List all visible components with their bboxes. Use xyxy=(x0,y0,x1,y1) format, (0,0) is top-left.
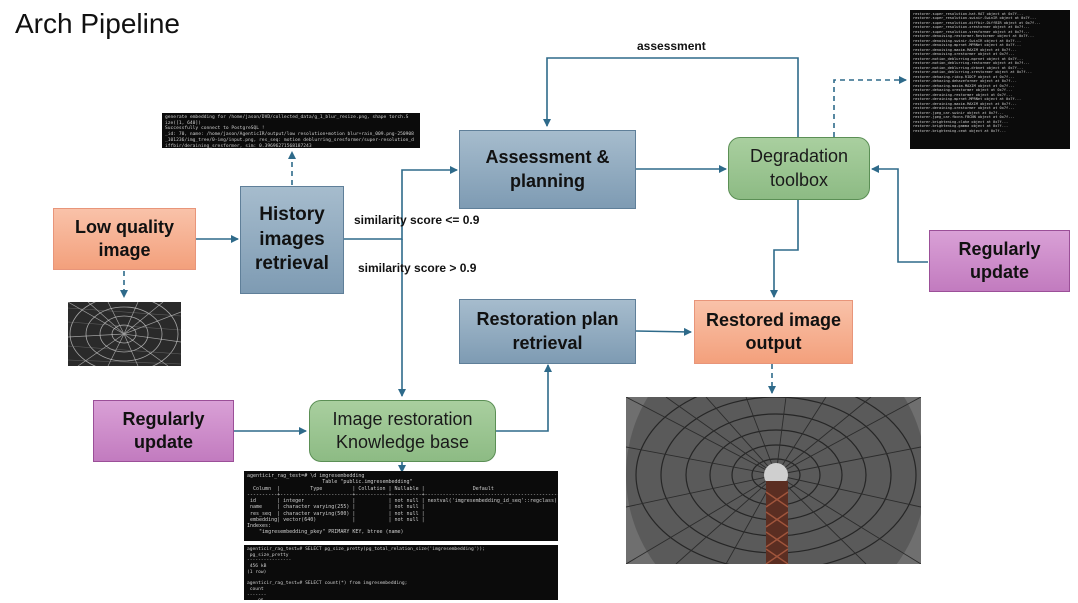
terminal-line: restorer.deraining.maxim.MAXIM object at… xyxy=(913,101,1017,106)
node-label: Low quality image xyxy=(75,216,174,260)
terminal-line: restorer.brightening.ceat object at 0x7f… xyxy=(913,128,1007,133)
terminal-line: restorer.motion_deblurring.mprnet object… xyxy=(913,56,1024,61)
node-label: Image restoration Knowledge base xyxy=(332,408,473,452)
terminal-line: restorer.motion_deblurring.drbnet object… xyxy=(913,65,1024,70)
node-label: Regularly update xyxy=(958,238,1041,282)
node-degradation-toolbox: Degradation toolbox xyxy=(728,137,870,200)
node-label: Restoration plan retrieval xyxy=(476,309,619,353)
page-title: Arch Pipeline xyxy=(15,8,180,39)
terminal-line: restorer.brightening.gamma object at 0x7… xyxy=(913,124,1009,129)
arrow-kb-plan xyxy=(496,364,552,432)
terminal-line: ---------------- xyxy=(247,558,292,564)
terminal-line: restorer.motion_deblurring.xrestormer ob… xyxy=(913,70,1032,75)
terminal-line: 95 xyxy=(247,599,555,600)
terminal-line: ----------+------------------------+----… xyxy=(247,491,558,498)
node-label: Regularly update xyxy=(122,408,205,452)
terminal-line: (1 row) xyxy=(247,569,267,575)
terminal-line: "imgresembedding_pkey" PRIMARY KEY, btre… xyxy=(247,529,404,536)
low-quality-thumbnail xyxy=(68,302,181,366)
edge-label-assessment: assessment xyxy=(637,39,706,53)
terminal-line: restorer.super_resolution.swinir.SwinIR … xyxy=(913,16,1037,21)
terminal-line: 456 kB xyxy=(247,564,267,570)
node-restored-image-output: Restored image output xyxy=(694,300,853,364)
dash-toolbox-log xyxy=(833,76,907,137)
terminal-line: restorer.brightening.clahe object at 0x7… xyxy=(913,119,1009,124)
terminal-line: restorer.denoising.maxim.MAXIM object at… xyxy=(913,47,1017,52)
arrow-toolbox-assessment xyxy=(543,57,799,137)
terminal-line: restorer.super_resolution.hat.HAT object… xyxy=(913,12,1024,16)
terminal-line: embedding| vector(640) | | not null | xyxy=(247,516,425,523)
arrow-update-toolbox xyxy=(871,165,928,263)
terminal-line: restorer.denoising.restormer.Restormer o… xyxy=(913,34,1035,39)
arrow-plan-restored xyxy=(635,327,692,336)
terminal-line: restorer.dehazing.xrestormer object at 0… xyxy=(913,88,1013,93)
node-label: Assessment & planning xyxy=(485,147,610,191)
terminal-line: restorer.denoising.xrestormer object at … xyxy=(913,52,1015,57)
terminal-line: restorer.deraining.mprnet.MPRNet object … xyxy=(913,97,1022,102)
edge-label-similarity-le: similarity score <= 0.9 xyxy=(354,213,480,227)
toolbox-log-terminal: restorer.super_resolution.hat.HAT object… xyxy=(910,10,1070,149)
terminal-line: restorer.dehazing.maxim.MAXIM object at … xyxy=(913,83,1015,88)
terminal-line: restorer.denoising.swinir.SwinIR object … xyxy=(913,38,1022,43)
terminal-line: restorer.super_resolution.diffbir.DiffBI… xyxy=(913,20,1041,25)
terminal-line: _101236/img_tree/0-img/input.png, res_se… xyxy=(165,137,414,143)
terminal-line: restorer.deraining.restormer object at 0… xyxy=(913,92,1013,97)
terminal-line: restorer.denoising.mprnet.MPRNet object … xyxy=(913,43,1022,48)
node-assessment-planning: Assessment & planning xyxy=(459,130,636,209)
node-restoration-plan-retrieval: Restoration plan retrieval xyxy=(459,299,636,364)
terminal-line: _id: 70, name: /home/jason/AgenticIR/out… xyxy=(165,132,414,138)
terminal-line: Column | Type | Collation | Nullable | D… xyxy=(247,485,494,492)
restored-image-thumbnail xyxy=(626,397,921,564)
db-size-terminal: agenticir_rag_test=# SELECT pg_size_pret… xyxy=(244,545,558,600)
node-regularly-update-right: Regularly update xyxy=(929,230,1070,292)
node-knowledge-base: Image restoration Knowledge base xyxy=(309,400,496,462)
arrow-toolbox-restored xyxy=(770,200,799,298)
node-regularly-update-left: Regularly update xyxy=(93,400,234,462)
terminal-line: agenticir_rag_test=# SELECT pg_size_pret… xyxy=(247,547,485,552)
db-table-terminal: agenticir_rag_test=# \d imgresembedding … xyxy=(244,471,558,541)
terminal-line: restorer.jpeg_car.swinir object at 0x7f.… xyxy=(913,110,1004,115)
terminal-line: restorer.motion_deblurring.restormer obj… xyxy=(913,61,1030,66)
arrow-history-assessment xyxy=(344,166,458,240)
terminal-line: Successfully connect to PostgreSQL ! xyxy=(165,126,265,132)
terminal-line: Table "public.imgresembedding" xyxy=(247,479,413,486)
terminal-line: restorer.jpeg_car.fbcnn.FBCNN object at … xyxy=(913,115,1015,120)
edge-label-similarity-gt: similarity score > 0.9 xyxy=(358,261,477,275)
terminal-line: ize([1, 640]) xyxy=(165,120,201,126)
terminal-line: Indexes: xyxy=(247,523,272,529)
terminal-line: ------- xyxy=(247,592,267,598)
terminal-line: restorer.super_resolution.xrestormer obj… xyxy=(913,25,1030,30)
terminal-line: agenticir_rag_test=# SELECT count(*) fro… xyxy=(247,581,408,587)
node-history-images-retrieval: History images retrieval xyxy=(240,186,344,294)
node-label: History images retrieval xyxy=(255,203,329,275)
node-label: Degradation toolbox xyxy=(749,146,849,190)
terminal-line: count xyxy=(247,587,264,593)
terminal-line: res_seq | character varying(500) | | not… xyxy=(247,510,425,517)
terminal-line: pg_size_pretty xyxy=(247,552,289,558)
terminal-line: agenticir_rag_test=# \d imgresembedding xyxy=(247,473,365,479)
terminal-line: generate embedding for /home/jason/DVD/c… xyxy=(165,115,409,120)
terminal-line: restorer.super_resolution.sresformer obj… xyxy=(913,29,1030,34)
node-label: Restored image output xyxy=(705,309,842,353)
node-low-quality-image: Low quality image xyxy=(53,208,196,270)
terminal-line: restorer.dehazing.ridcp.RIDCP object at … xyxy=(913,74,1015,79)
terminal-line: id | integer | | not null | nextval('img… xyxy=(247,498,558,504)
terminal-line: restorer.dehazing.dehazeformer object at… xyxy=(913,79,1017,84)
history-log-terminal: generate embedding for /home/jason/DVD/c… xyxy=(162,113,420,148)
terminal-line: name | character varying(255) | | not nu… xyxy=(247,504,425,511)
terminal-line: iffbir/deraining_sresformer, sim: 0.3969… xyxy=(165,143,312,148)
terminal-line: restorer.deraining.xrestormer object at … xyxy=(913,106,1015,111)
